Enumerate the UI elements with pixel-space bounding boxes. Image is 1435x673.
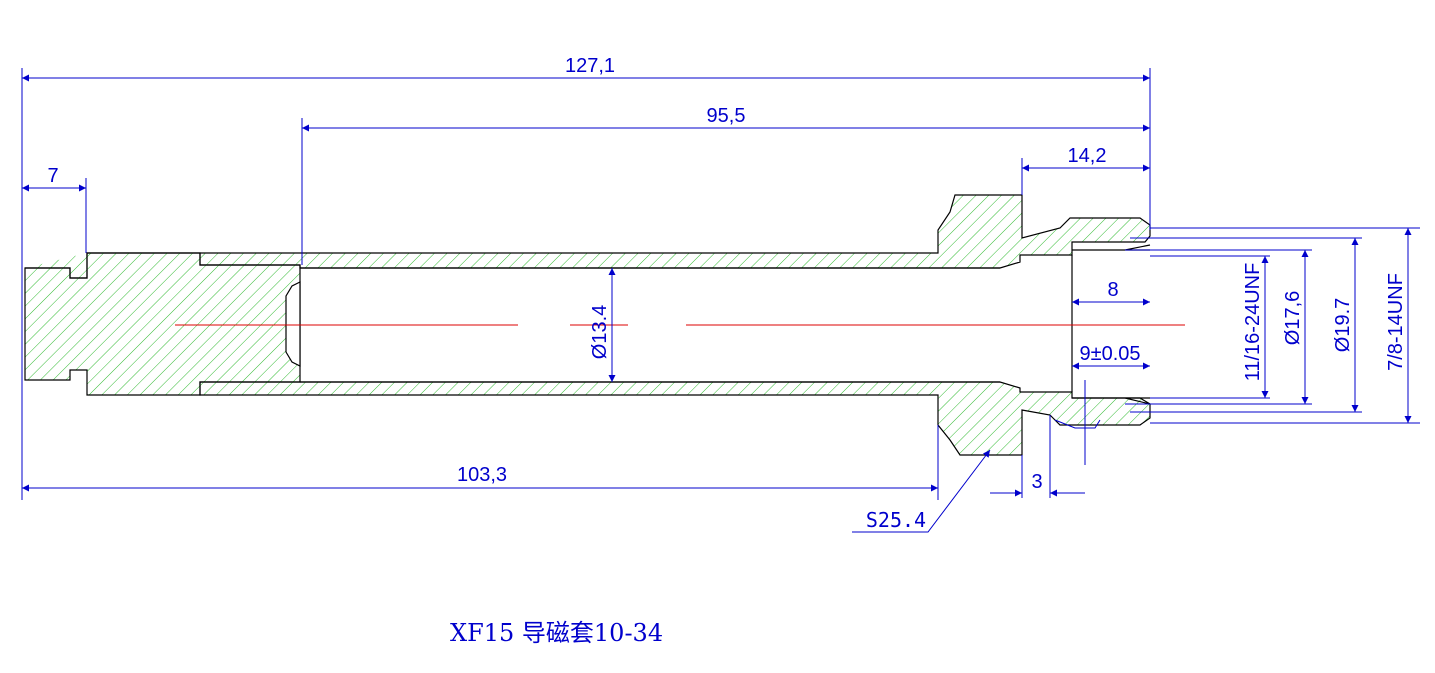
plug-recess [285,281,301,367]
dim-length-to-flange: 103,3 [457,464,507,486]
dim-nose-length: 7 [47,165,58,187]
dim-groove-width: 3 [1031,471,1042,493]
dim-inner-diameter: Ø13.4 [589,305,611,359]
dim-overall-length: 127,1 [565,55,615,77]
lower-section [199,381,1151,456]
dim-diameter-17-6: Ø17,6 [1282,291,1304,345]
dim-counterbore-depth: 8 [1107,279,1118,301]
part-section [24,194,1151,456]
dim-groove-position: 9±0.05 [1079,343,1140,365]
dim-diameter-19-7: Ø19.7 [1332,298,1354,352]
dim-bore-depth: 95,5 [707,105,746,127]
counterbore [1071,244,1151,405]
dim-flange-to-end: 14,2 [1068,145,1107,167]
drawing-title: XF15 导磁套10-34 [450,619,663,647]
left-plug [24,252,301,396]
dim-thread-outer: 7/8-14UNF [1385,273,1407,371]
dimension-labels: 127,1 95,5 14,2 7 103,3 8 9±0.05 3 S25.4… [47,55,1407,532]
dim-thread-inner: 11/16-24UNF [1242,263,1264,382]
dim-sphere-radius: S25.4 [866,508,926,532]
dimension-lines [21,68,1420,533]
